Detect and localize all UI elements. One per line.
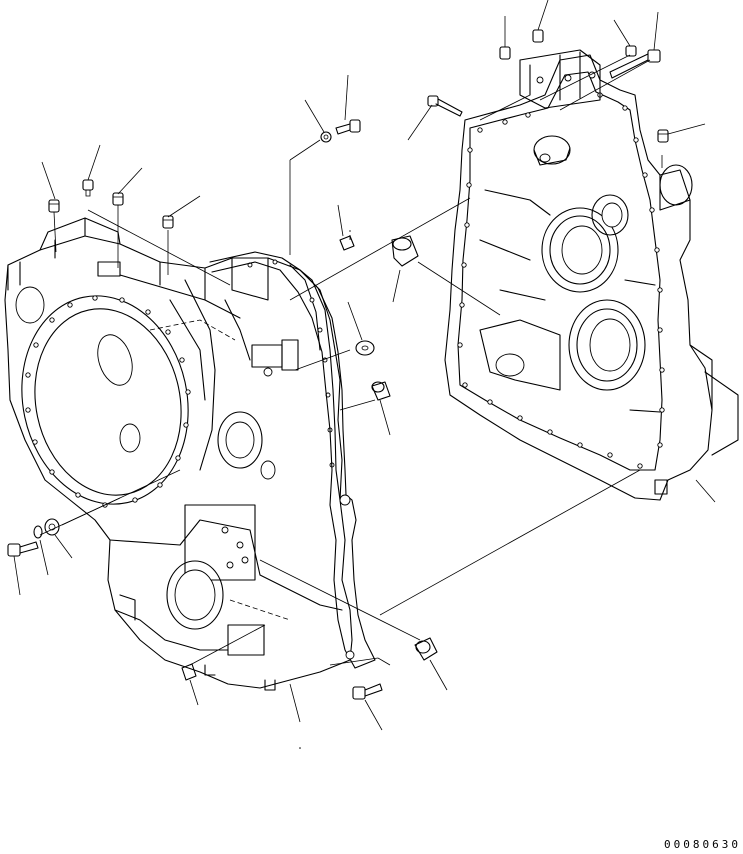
dowel-pin <box>339 235 355 251</box>
flange-bolt-holes <box>25 295 191 508</box>
bolt-top-right-4 <box>609 49 661 79</box>
bolt-lower-left <box>7 541 39 557</box>
bolt-top-1 <box>48 199 60 213</box>
nut-lower-left <box>44 518 60 536</box>
case-gasket <box>209 251 376 669</box>
bolt-top-right-1 <box>499 46 511 60</box>
bottom-bolt <box>352 683 383 700</box>
callout-leaders <box>13 0 716 731</box>
large-plug <box>391 235 419 267</box>
bolt-top-right-3 <box>625 45 637 57</box>
bolt-top-3 <box>112 192 124 206</box>
washer-top <box>320 131 332 143</box>
bolt-top-right-2 <box>532 29 544 43</box>
washer-lower-left <box>33 525 43 539</box>
drain-plug <box>414 637 438 661</box>
bolt-top-horizontal <box>335 119 361 135</box>
bolt-right-side <box>657 129 669 143</box>
bolt-top-2 <box>82 179 94 197</box>
bolt-upper-cover <box>427 95 463 117</box>
alignment-lines <box>39 54 663 666</box>
front-transmission-case <box>4 217 353 691</box>
bolt-top-4 <box>162 215 174 229</box>
drawing-code: 00080630 <box>664 838 741 851</box>
side-plug <box>371 381 391 401</box>
cover-bolt-holes <box>457 92 665 469</box>
sensor-washer <box>355 340 375 356</box>
bottom-plug <box>181 663 197 681</box>
rear-transmission-cover <box>444 49 739 501</box>
